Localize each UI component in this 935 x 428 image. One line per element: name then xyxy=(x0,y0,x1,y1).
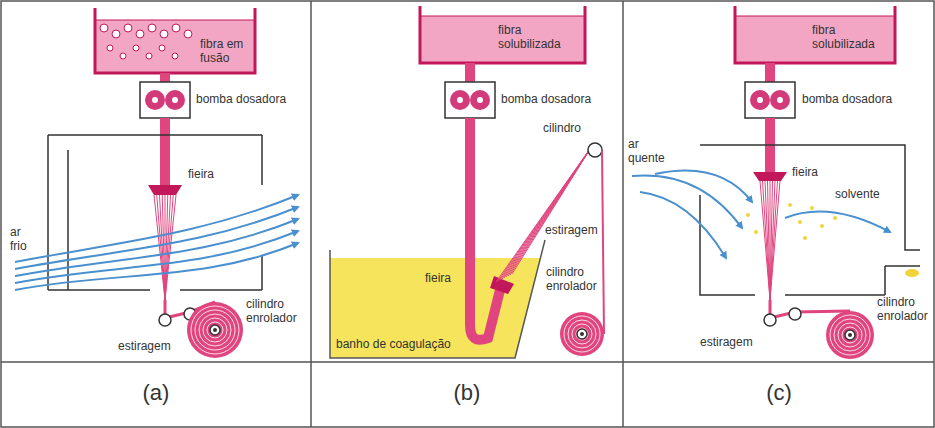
part-label: fieira xyxy=(425,272,465,286)
part-label: bomba dosadora xyxy=(196,93,304,107)
part-label: fibra solubilizada xyxy=(498,24,582,52)
part-label: fieira xyxy=(792,166,832,180)
panel-letter: (b) xyxy=(417,380,517,405)
part-label: bomba dosadora xyxy=(802,93,910,107)
part-label: bomba dosadora xyxy=(501,93,609,107)
part-label: solvente xyxy=(835,188,895,202)
part-label: estiragem xyxy=(700,336,762,350)
part-label: ar frio xyxy=(10,226,40,254)
part-label: banho de coagulação xyxy=(336,338,456,352)
part-label: cilindro xyxy=(543,122,593,136)
part-label: estiragem xyxy=(545,224,601,238)
panel-letter: (a) xyxy=(106,380,206,405)
part-label: fibra solubilizada xyxy=(812,24,894,52)
part-label: fieira xyxy=(188,168,228,182)
part-label: cilindro enrolador xyxy=(877,296,932,324)
part-label: fibra em fusão xyxy=(200,38,254,66)
part-label: ar quente xyxy=(628,138,678,166)
part-label: cilindro enrolador xyxy=(246,298,306,326)
part-label: estiragem xyxy=(118,340,188,354)
panel-letter: (c) xyxy=(729,380,829,405)
part-label: cilindro enrolador xyxy=(546,266,603,294)
